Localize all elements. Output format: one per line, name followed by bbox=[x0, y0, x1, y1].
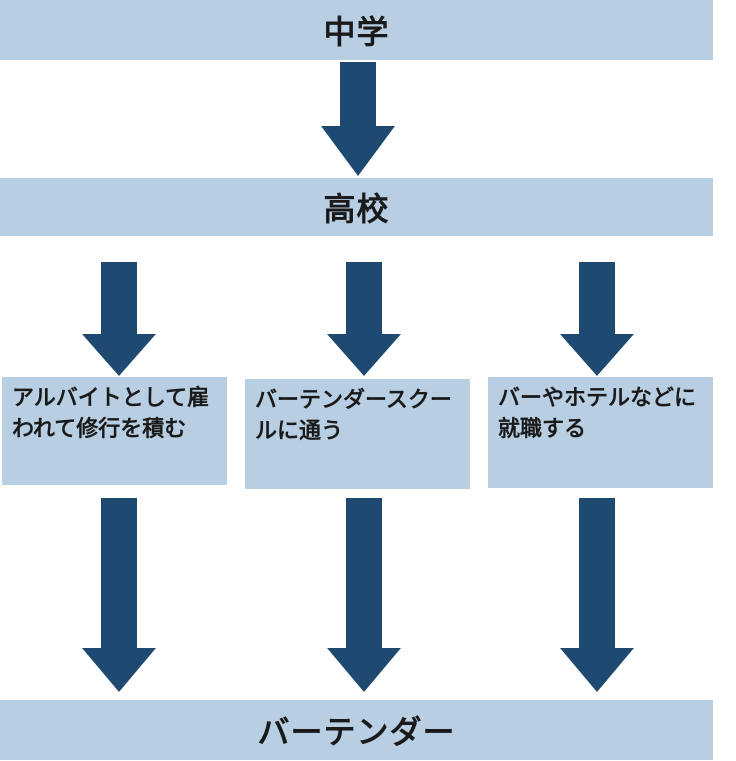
path-part-time-training: アルバイトとして雇われて修行を積む bbox=[2, 377, 227, 485]
stage-junior-high-label: 中学 bbox=[323, 13, 390, 51]
path-hotel-bar-employment-label: バーやホテルなどに就職する bbox=[498, 386, 697, 442]
arrow-down-icon bbox=[327, 498, 401, 692]
path-bartender-school: バーテンダースクールに通う bbox=[245, 379, 470, 489]
path-bartender-school-label: バーテンダースクールに通う bbox=[255, 388, 452, 444]
stage-bartender: バーテンダー bbox=[0, 700, 713, 760]
path-hotel-bar-employment: バーやホテルなどに就職する bbox=[488, 377, 713, 488]
arrow-down-icon bbox=[327, 262, 401, 376]
arrow-down-icon bbox=[82, 262, 156, 376]
path-part-time-training-label: アルバイトとして雇われて修行を積む bbox=[12, 386, 210, 442]
arrow-down-icon bbox=[321, 62, 395, 176]
stage-junior-high: 中学 bbox=[0, 0, 713, 60]
stage-high-school-label: 高校 bbox=[323, 190, 390, 228]
arrow-down-icon bbox=[82, 498, 156, 692]
stage-high-school: 高校 bbox=[0, 178, 713, 236]
arrow-down-icon bbox=[560, 498, 634, 692]
arrow-down-icon bbox=[560, 262, 634, 376]
stage-bartender-label: バーテンダー bbox=[257, 713, 456, 751]
